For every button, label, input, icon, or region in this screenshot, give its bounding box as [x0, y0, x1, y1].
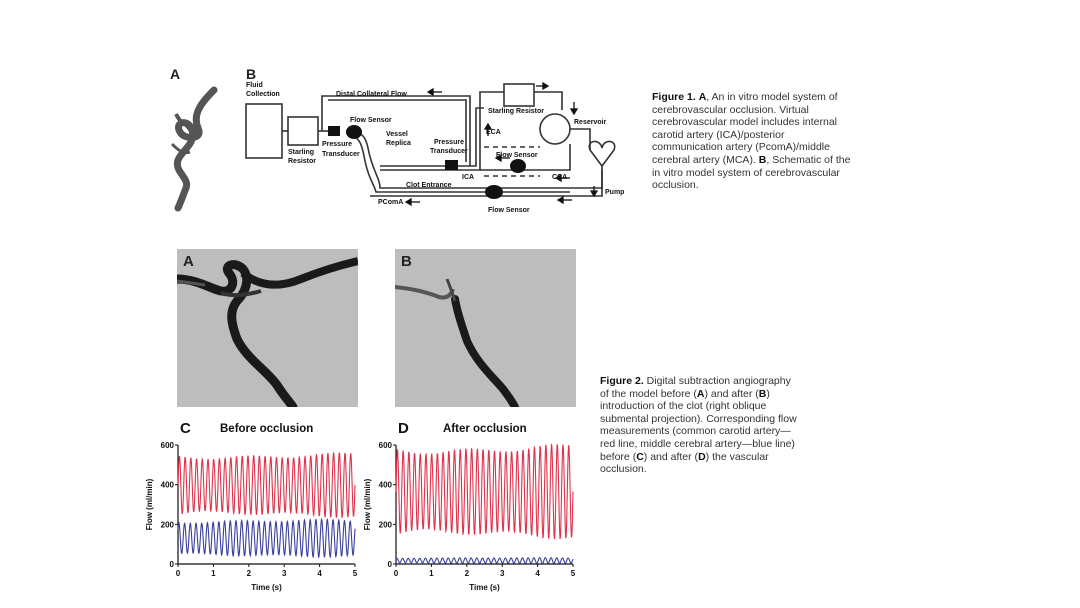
series-cca-line: [178, 453, 355, 518]
angiogram-after: B: [395, 249, 576, 407]
chart-d-title: After occlusion: [443, 423, 527, 435]
x-tick-label: 1: [211, 569, 216, 578]
chart-d-letter: D: [398, 420, 409, 437]
x-tick-label: 4: [535, 569, 540, 578]
figure2-caption-c: C: [636, 451, 644, 463]
x-tick-label: 2: [465, 569, 470, 578]
label-vessel-replica-1: Vessel: [386, 131, 408, 138]
fig1-panel-a-letter: A: [170, 66, 180, 82]
flow-sensor-mid: [510, 159, 526, 173]
label-ica: ICA: [462, 174, 474, 181]
y-tick-label: 200: [161, 520, 175, 529]
label-vessel-replica-2: Replica: [386, 140, 411, 147]
x-axis-title: Time (s): [469, 583, 500, 592]
figure2-caption-t4: ) and after (: [644, 451, 698, 463]
y-axis-title: Flow (ml/min): [363, 478, 372, 530]
y-tick-label: 0: [170, 560, 175, 569]
fluid-collection-box: [246, 104, 282, 158]
system-schematic: Fluid Collection Distal Collateral Flow …: [240, 78, 635, 218]
reservoir-circle: [540, 114, 570, 144]
label-distal-collateral-flow: Distal Collateral Flow: [336, 91, 407, 98]
y-tick-label: 600: [379, 441, 393, 450]
x-tick-label: 5: [571, 569, 576, 578]
label-flow-sensor-mid: Flow Sensor: [496, 152, 538, 159]
x-tick-label: 0: [394, 569, 399, 578]
series-mca-line: [178, 519, 355, 557]
label-cca: CCA: [552, 174, 567, 181]
series-cca-line: [396, 444, 573, 539]
chart-c-letter: C: [180, 420, 191, 437]
starling-resistor-top-box: [504, 84, 534, 106]
series-mca-line: [396, 558, 573, 564]
x-tick-label: 1: [429, 569, 434, 578]
label-starling-resistor-top: Starling Resistor: [488, 108, 544, 115]
angio-b-letter: B: [401, 253, 412, 270]
figure1-caption-title: Figure 1.: [652, 91, 696, 103]
y-axis-title: Flow (ml/min): [145, 478, 154, 530]
x-axis-title: Time (s): [251, 583, 282, 592]
y-tick-label: 400: [379, 481, 393, 490]
x-tick-label: 2: [247, 569, 252, 578]
label-eca: ECA: [486, 129, 501, 136]
label-pcoma: PComA: [378, 199, 403, 206]
label-pump: Pump: [605, 189, 624, 196]
pressure-transducer-mid: [445, 160, 458, 170]
label-fluid-collection-2: Collection: [246, 91, 280, 98]
pressure-transducer-left: [328, 126, 340, 136]
flow-sensor-bottom: [485, 185, 503, 199]
chart-c-title: Before occlusion: [220, 423, 313, 435]
vessel-model-drawing: [162, 82, 232, 212]
flow-sensor-top: [346, 125, 362, 139]
figure2-caption-d: D: [698, 451, 706, 463]
figure2-caption-t2: ) and after (: [704, 388, 758, 400]
angio-a-letter: A: [183, 253, 194, 270]
label-pressure-transducer-left-1: Pressure: [322, 141, 352, 148]
label-starling-resistor-left-2: Resistor: [288, 158, 316, 165]
figure2-caption-title: Figure 2.: [600, 375, 644, 387]
label-pressure-transducer-mid-2: Transducer: [430, 148, 468, 155]
figure2-caption: Figure 2. Digital subtraction angiograph…: [600, 375, 800, 476]
label-pressure-transducer-mid-1: Pressure: [434, 139, 464, 146]
x-tick-label: 0: [176, 569, 181, 578]
y-tick-label: 400: [161, 481, 175, 490]
starling-resistor-left-box: [288, 117, 318, 145]
y-tick-label: 0: [388, 560, 393, 569]
label-reservoir: Reservoir: [574, 119, 607, 126]
x-tick-label: 4: [317, 569, 322, 578]
label-flow-sensor-top: Flow Sensor: [350, 117, 392, 124]
y-tick-label: 200: [379, 520, 393, 529]
label-flow-sensor-bottom: Flow Sensor: [488, 207, 530, 214]
label-starling-resistor-left-1: Starling: [288, 149, 314, 156]
figure1-caption: Figure 1. A, An in vitro model system of…: [652, 91, 857, 192]
angiogram-before: A: [177, 249, 358, 407]
label-fluid-collection-1: Fluid: [246, 82, 263, 89]
pump-heart: [589, 141, 614, 166]
y-tick-label: 600: [161, 441, 175, 450]
x-tick-label: 3: [500, 569, 505, 578]
x-tick-label: 3: [282, 569, 287, 578]
label-clot-entrance: Clot Entrance: [406, 182, 452, 189]
label-pressure-transducer-left-2: Transducer: [322, 151, 360, 158]
